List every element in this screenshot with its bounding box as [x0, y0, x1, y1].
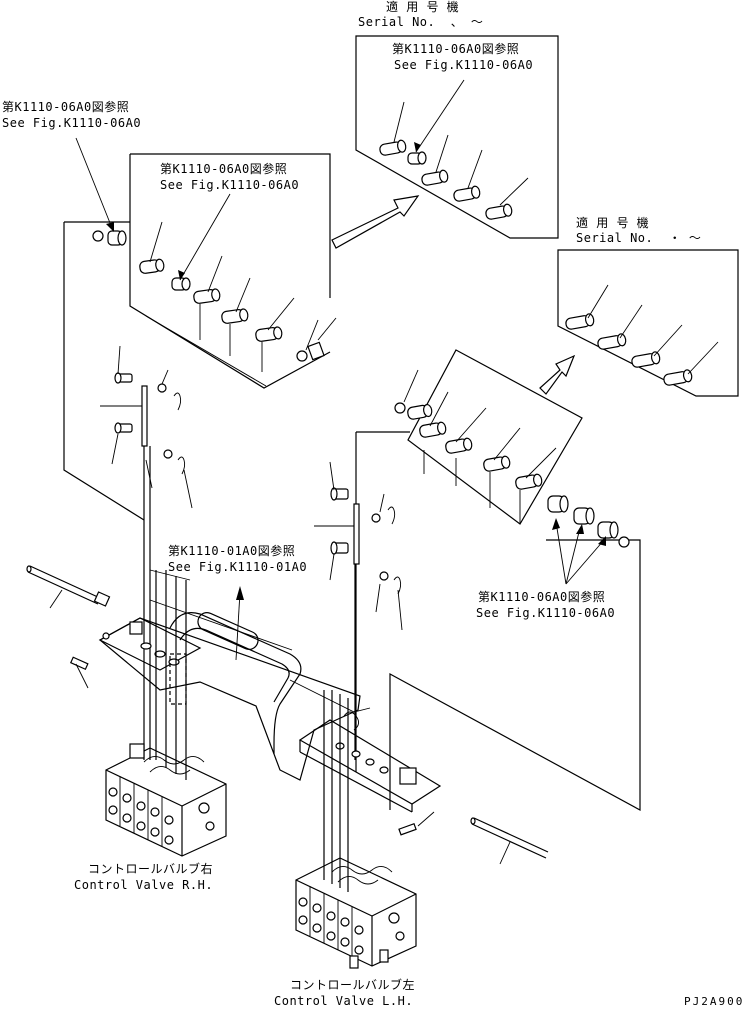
- serial-right-en: Serial No. ・ ～: [576, 231, 702, 245]
- left-lever-parts: [75, 137, 337, 372]
- ref-right-en: See Fig.K1110-06A0: [476, 606, 616, 620]
- left-lever-outline: [63, 153, 331, 521]
- right-link-rods: [323, 690, 349, 892]
- right-lever-rod: [314, 461, 403, 760]
- arrow-to-top-box: [331, 195, 420, 249]
- serial-top-en: Serial No. 、 ～: [358, 15, 484, 29]
- ref-mid-box-jp: 第K1110-06A0図参照: [160, 162, 288, 176]
- ref-mid-box-en: See Fig.K1110-06A0: [160, 178, 300, 192]
- left-lever-rod: [100, 345, 193, 760]
- control-valve-rh: [105, 743, 227, 857]
- right-box-parts: [565, 284, 719, 386]
- main-frame: [98, 586, 442, 813]
- left-link-rods: [149, 569, 191, 780]
- serial-top-jp: 適 用 号 機: [386, 0, 460, 14]
- ref-left-jp: 第K1110-06A0図参照: [2, 100, 130, 114]
- control-valve-lh: [295, 857, 417, 969]
- ref-left-en: See Fig.K1110-06A0: [2, 116, 142, 130]
- valve-rh-en: Control Valve R.H.: [74, 878, 214, 892]
- ref-frame-jp: 第K1110-01A0図参照: [168, 544, 296, 558]
- valve-lh-en: Control Valve L.H.: [274, 994, 414, 1008]
- ref-frame-en: See Fig.K1110-01A0: [168, 560, 308, 574]
- serial-right-jp: 適 用 号 機: [576, 216, 650, 230]
- ref-right-jp: 第K1110-06A0図参照: [478, 590, 606, 604]
- right-lever-parts: [394, 369, 630, 585]
- drawing-code: PJ2A900: [684, 995, 745, 1008]
- ref-top-box-jp: 第K1110-06A0図参照: [392, 42, 520, 56]
- long-rod-right: [398, 811, 549, 865]
- right-serial-box: [557, 249, 739, 397]
- right-lever-outline: [355, 349, 641, 812]
- top-box-parts: [379, 79, 529, 220]
- valve-lh-jp: コントロールバルブ左: [290, 978, 416, 992]
- top-serial-box: [355, 35, 559, 239]
- ref-top-box-en: See Fig.K1110-06A0: [394, 58, 534, 72]
- arrow-to-right-box: [539, 354, 576, 395]
- long-rod-left: [26, 565, 111, 689]
- valve-rh-jp: コントロールバルブ右: [88, 862, 214, 876]
